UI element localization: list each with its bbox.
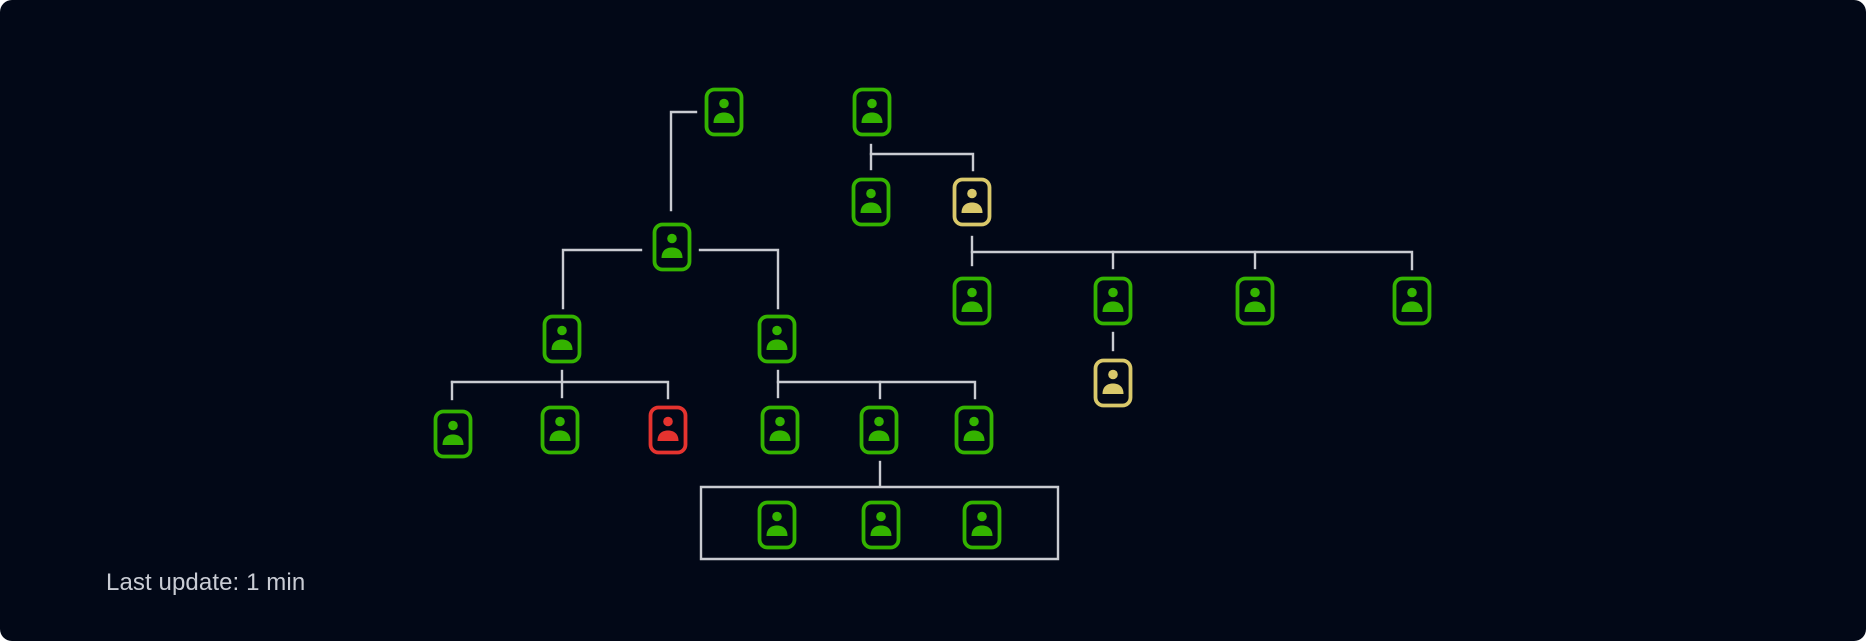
device-node-n12[interactable]: [757, 314, 797, 364]
connector-line: [869, 152, 975, 172]
device-node-n3[interactable]: [851, 177, 891, 227]
connector-line: [776, 380, 977, 400]
device-node-n17[interactable]: [859, 405, 899, 455]
device-node-n2[interactable]: [852, 87, 892, 137]
user-card-icon: [851, 177, 891, 227]
device-node-n7[interactable]: [1235, 276, 1275, 326]
connector-line: [698, 248, 780, 310]
device-node-n10[interactable]: [652, 222, 692, 272]
user-card-icon: [542, 314, 582, 364]
user-card-icon: [952, 177, 992, 227]
user-card-icon: [1093, 276, 1133, 326]
device-node-n8[interactable]: [1392, 276, 1432, 326]
connector-line: [669, 110, 698, 212]
device-node-n14[interactable]: [540, 405, 580, 455]
user-card-icon: [757, 500, 797, 550]
device-group-box: [699, 485, 1060, 561]
user-card-icon: [954, 405, 994, 455]
connector-line: [561, 248, 643, 310]
device-node-n1[interactable]: [704, 87, 744, 137]
connector-line: [970, 250, 1414, 271]
user-card-icon: [760, 405, 800, 455]
user-card-icon: [648, 405, 688, 455]
connector-line: [450, 380, 670, 400]
user-card-icon: [433, 409, 473, 459]
user-card-icon: [704, 87, 744, 137]
user-card-icon: [540, 405, 580, 455]
device-node-n19[interactable]: [757, 500, 797, 550]
device-node-n9[interactable]: [1093, 358, 1133, 408]
user-card-icon: [852, 87, 892, 137]
user-card-icon: [1235, 276, 1275, 326]
device-node-n18[interactable]: [954, 405, 994, 455]
device-node-n15[interactable]: [648, 405, 688, 455]
last-update-label: Last update: 1 min: [106, 569, 306, 596]
user-card-icon: [861, 500, 901, 550]
user-card-icon: [962, 500, 1002, 550]
device-node-n20[interactable]: [861, 500, 901, 550]
device-node-n13[interactable]: [433, 409, 473, 459]
device-node-n11[interactable]: [542, 314, 582, 364]
device-node-n4[interactable]: [952, 177, 992, 227]
user-card-icon: [652, 222, 692, 272]
user-card-icon: [859, 405, 899, 455]
device-node-n16[interactable]: [760, 405, 800, 455]
device-node-n5[interactable]: [952, 276, 992, 326]
user-card-icon: [1392, 276, 1432, 326]
user-card-icon: [952, 276, 992, 326]
device-node-n6[interactable]: [1093, 276, 1133, 326]
user-card-icon: [757, 314, 797, 364]
device-node-n21[interactable]: [962, 500, 1002, 550]
user-card-icon: [1093, 358, 1133, 408]
